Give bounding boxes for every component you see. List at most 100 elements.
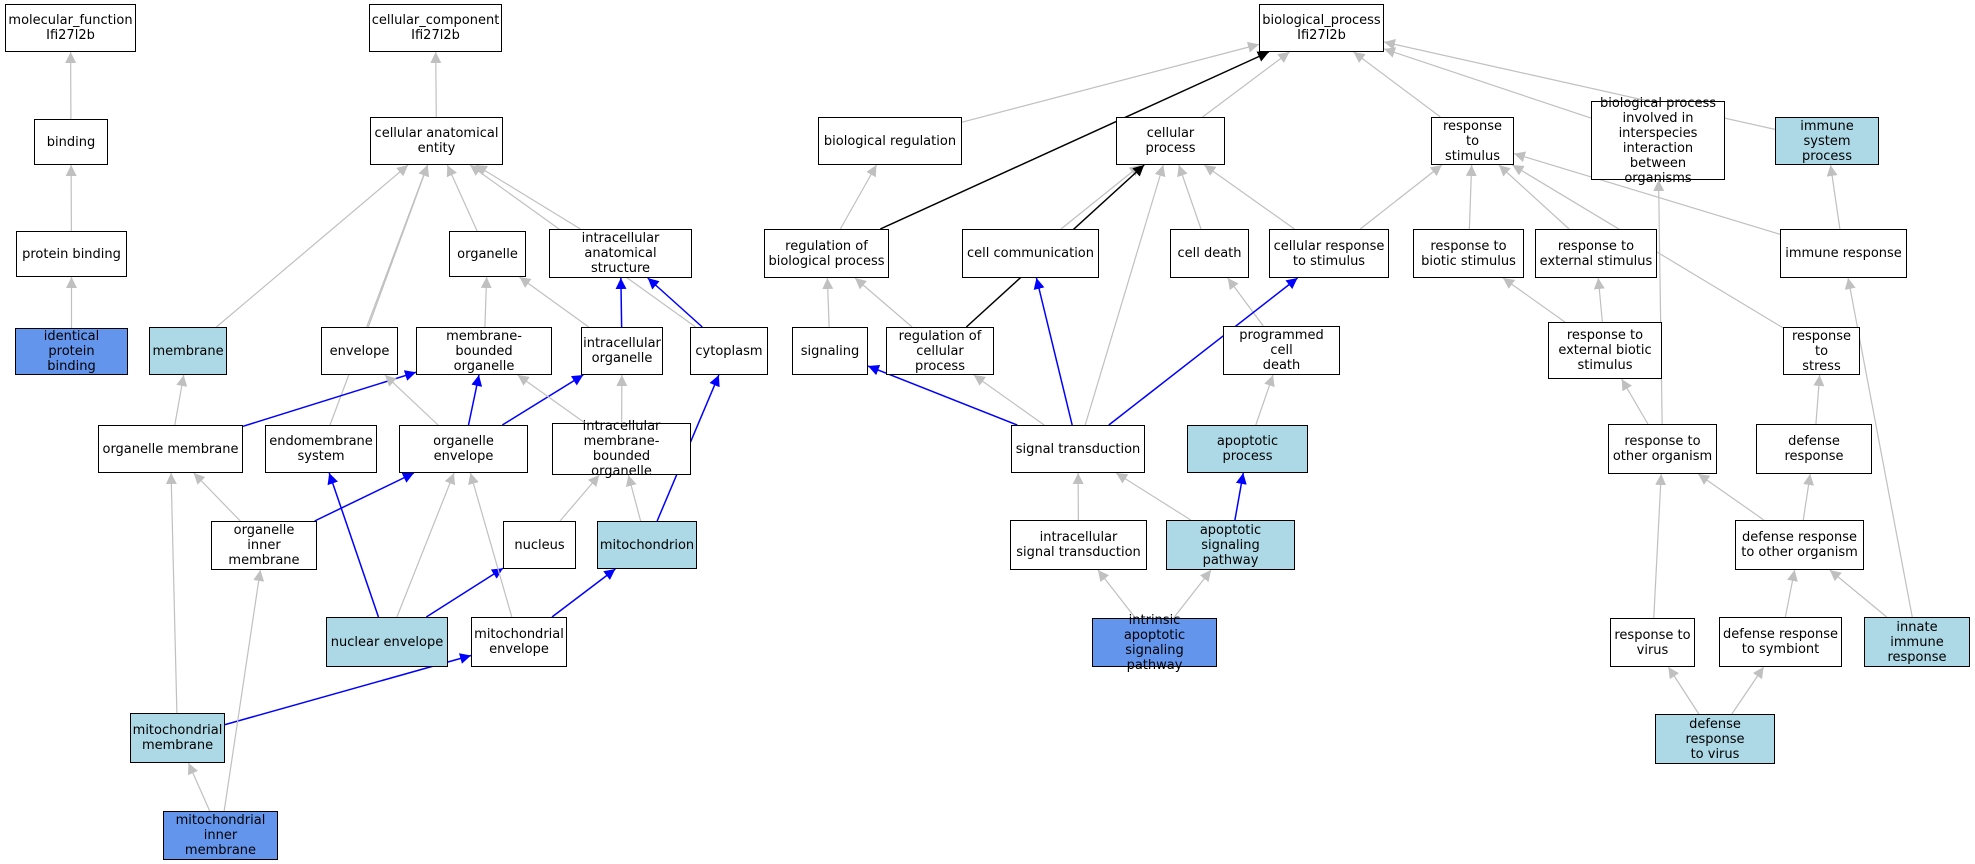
edge-st-to-cc2 bbox=[1033, 277, 1073, 426]
go-term-node-es[interactable]: endomembrane system bbox=[265, 425, 377, 473]
go-term-node-ne[interactable]: nuclear envelope bbox=[326, 617, 448, 667]
edge-ias-to-cae bbox=[475, 164, 581, 230]
edge-io-to-ias bbox=[615, 277, 627, 328]
edge-ap-to-pcd bbox=[1255, 374, 1275, 426]
go-term-node-drts[interactable]: defense response to symbiont bbox=[1719, 617, 1842, 667]
go-term-node-oe[interactable]: organelle envelope bbox=[399, 425, 528, 473]
edge-drto-to-dr bbox=[1802, 473, 1815, 521]
edge-signaling-to-rbp bbox=[822, 277, 834, 328]
edge-cp-to-bp bbox=[1202, 51, 1290, 118]
edge-drto-to-rto bbox=[1697, 473, 1765, 521]
go-term-node-rebs[interactable]: response to external biotic stimulus bbox=[1548, 322, 1662, 379]
go-term-node-rcp[interactable]: regulation of cellular process bbox=[886, 327, 994, 375]
edge-imbo-to-mbo bbox=[517, 374, 586, 424]
go-term-node-crs[interactable]: cellular response to stimulus bbox=[1269, 229, 1389, 278]
edge-dr-to-rstress bbox=[1813, 374, 1825, 425]
go-term-node-st[interactable]: signal transduction bbox=[1011, 425, 1145, 473]
edge-rbp-to-breg bbox=[839, 164, 877, 230]
go-term-node-signaling[interactable]: signaling bbox=[792, 327, 868, 375]
edge-crs-to-rts bbox=[1359, 164, 1443, 230]
go-term-node-dr[interactable]: defense response bbox=[1756, 424, 1872, 474]
edge-pcd-to-cd bbox=[1227, 277, 1264, 327]
edge-drtv-to-rtv bbox=[1667, 666, 1700, 715]
edge-iasp-to-asp bbox=[1173, 569, 1212, 619]
edge-io-to-organelle bbox=[519, 276, 590, 328]
edge-rto-to-rebs bbox=[1621, 378, 1649, 425]
edge-cc2-to-cp bbox=[1060, 164, 1142, 230]
edge-mbo-to-organelle bbox=[480, 276, 492, 328]
go-term-node-envelope[interactable]: envelope bbox=[321, 327, 398, 375]
go-term-node-rts[interactable]: response to stimulus bbox=[1431, 117, 1514, 165]
go-term-node-ias[interactable]: intracellular anatomical structure bbox=[549, 229, 692, 278]
edge-rtv-to-rto bbox=[1653, 473, 1667, 619]
edge-rto-to-bpii bbox=[1653, 179, 1665, 425]
edge-drtv-to-drts bbox=[1731, 666, 1765, 715]
go-term-node-rbp[interactable]: regulation of biological process bbox=[764, 229, 889, 278]
edge-iasp-to-ist bbox=[1097, 569, 1136, 619]
edge-organelle-to-cae bbox=[446, 164, 478, 232]
edge-mm-to-om bbox=[165, 472, 178, 714]
go-term-node-drto[interactable]: defense response to other organism bbox=[1735, 520, 1864, 570]
edge-st-to-cp bbox=[1084, 164, 1166, 426]
go-term-node-cc2[interactable]: cell communication bbox=[962, 229, 1099, 278]
go-term-node-oim[interactable]: organelle inner membrane bbox=[211, 521, 317, 570]
edge-ne-to-nucleus bbox=[425, 567, 504, 618]
edge-es-to-cae bbox=[329, 164, 429, 426]
edge-oe-to-mbo bbox=[467, 374, 483, 426]
go-term-node-membrane[interactable]: membrane bbox=[149, 327, 227, 375]
go-term-node-cp[interactable]: cellular process bbox=[1116, 117, 1225, 165]
go-term-node-ap[interactable]: apoptotic process bbox=[1187, 425, 1308, 473]
edge-membrane-to-cae bbox=[216, 164, 409, 328]
edge-rebs-to-rbs bbox=[1502, 277, 1566, 323]
go-term-node-iasp[interactable]: intrinsic apoptotic signaling pathway bbox=[1092, 613, 1217, 673]
edge-oe-to-envelope bbox=[384, 374, 439, 426]
edge-ir-to-rts bbox=[1513, 151, 1781, 235]
go-term-node-drtv[interactable]: defense response to virus bbox=[1655, 714, 1775, 764]
edge-ne-to-es bbox=[327, 472, 380, 618]
go-term-node-isp[interactable]: immune system process bbox=[1775, 117, 1879, 165]
go-term-node-rstress[interactable]: response to stress bbox=[1783, 327, 1860, 375]
go-term-node-mf[interactable]: molecular_function Ifi27l2b bbox=[5, 4, 136, 52]
edge-cae-to-cc bbox=[430, 51, 442, 118]
edge-nucleus-to-imbo bbox=[559, 474, 600, 522]
edge-me-to-mitochondrion bbox=[551, 568, 616, 618]
go-term-node-binding[interactable]: binding bbox=[34, 119, 108, 165]
go-term-node-iir[interactable]: innate immune response bbox=[1864, 617, 1970, 667]
go-term-node-pcd[interactable]: programmed cell death bbox=[1223, 326, 1340, 375]
edge-rebs-to-res bbox=[1593, 277, 1605, 323]
edge-cd-to-cp bbox=[1177, 164, 1202, 230]
go-term-node-mitochondrion[interactable]: mitochondrion bbox=[597, 521, 697, 569]
go-term-node-bp[interactable]: biological_process Ifi27l2b bbox=[1259, 4, 1384, 52]
go-term-node-nucleus[interactable]: nucleus bbox=[503, 521, 576, 569]
go-term-node-identical-protein-binding[interactable]: identical protein binding bbox=[15, 328, 128, 375]
go-term-node-ist[interactable]: intracellular signal transduction bbox=[1010, 520, 1147, 570]
go-term-node-ir[interactable]: immune response bbox=[1780, 229, 1907, 278]
go-term-node-protein-binding[interactable]: protein binding bbox=[16, 231, 127, 277]
go-term-node-imbo[interactable]: intracellular membrane-bounded organelle bbox=[552, 419, 691, 479]
edge-res-to-rts bbox=[1498, 164, 1570, 230]
go-term-node-rbs[interactable]: response to biotic stimulus bbox=[1413, 229, 1524, 278]
edge-rbs-to-rts bbox=[1465, 164, 1477, 230]
go-term-node-me[interactable]: mitochondrial envelope bbox=[471, 617, 567, 667]
go-term-node-om[interactable]: organelle membrane bbox=[98, 425, 243, 473]
go-term-node-rto[interactable]: response to other organism bbox=[1608, 424, 1717, 474]
edge-crs-to-cp bbox=[1203, 164, 1295, 230]
go-term-node-mim[interactable]: mitochondrial inner membrane bbox=[163, 811, 278, 860]
go-term-node-res[interactable]: response to external stimulus bbox=[1535, 229, 1657, 278]
go-term-node-cd[interactable]: cell death bbox=[1170, 229, 1249, 278]
go-term-node-cae[interactable]: cellular anatomical entity bbox=[370, 117, 503, 165]
edge-oim-to-om bbox=[193, 472, 241, 522]
go-term-node-mbo[interactable]: membrane-bounded organelle bbox=[416, 327, 552, 375]
edge-mim-to-mm bbox=[187, 762, 211, 812]
go-term-node-io[interactable]: intracellular organelle bbox=[581, 327, 663, 375]
go-term-node-mm[interactable]: mitochondrial membrane bbox=[130, 713, 225, 763]
go-term-node-breg[interactable]: biological regulation bbox=[818, 117, 962, 165]
go-term-node-rtv[interactable]: response to virus bbox=[1610, 618, 1695, 667]
go-term-node-asp[interactable]: apoptotic signaling pathway bbox=[1166, 520, 1295, 570]
go-term-node-cytoplasm[interactable]: cytoplasm bbox=[690, 327, 768, 375]
go-term-node-bpii[interactable]: biological process involved in interspec… bbox=[1591, 96, 1725, 186]
go-term-node-cc[interactable]: cellular_component Ifi27l2b bbox=[369, 4, 502, 52]
go-term-node-organelle[interactable]: organelle bbox=[449, 231, 526, 277]
edge-asp-to-st bbox=[1115, 472, 1192, 521]
